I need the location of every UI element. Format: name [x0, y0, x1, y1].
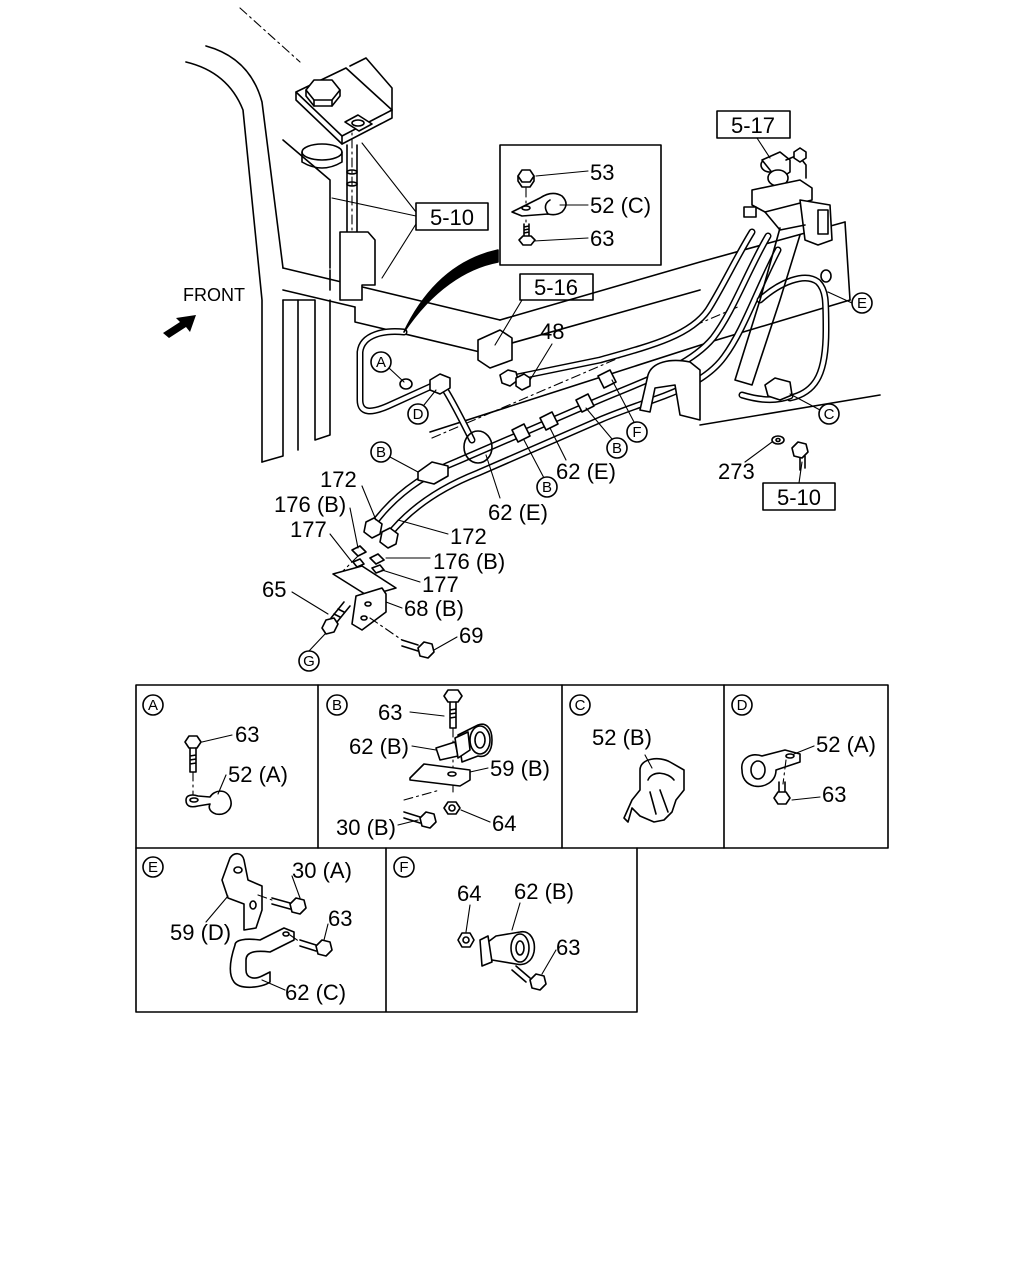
inset-nut [517, 169, 535, 188]
reference-box-bracket: 5-16 [534, 275, 578, 300]
detail-marker-a: A [148, 697, 158, 714]
detail-c-parts [623, 754, 685, 823]
view-marker-b: B [542, 479, 552, 496]
detail-a-label: 52 (A) [228, 762, 288, 787]
detail-e-parts [205, 852, 333, 991]
part-label: 177 [422, 572, 459, 597]
part-label: 62 (E) [488, 500, 548, 525]
detail-b-parts [397, 689, 493, 829]
hose-end-hardware [321, 517, 435, 659]
line-fittings [399, 269, 832, 401]
part-label: 65 [262, 577, 286, 602]
detail-d-parts [741, 745, 821, 805]
detail-d-label: 52 (A) [816, 732, 876, 757]
detail-marker-e: E [148, 859, 158, 876]
view-marker-c: C [824, 406, 835, 423]
front-arrow-icon [163, 315, 196, 338]
leader-lines [291, 137, 853, 652]
detail-marker-d: D [737, 697, 748, 714]
inset-detail [403, 144, 662, 333]
frame-crossmember [282, 267, 501, 353]
detail-a-label: 63 [235, 722, 259, 747]
reference-box-cab-mount: 5-10 [430, 205, 474, 230]
part-label: 176 (B) [433, 549, 505, 574]
detail-b-label: 59 (B) [490, 756, 550, 781]
detail-e-label: 63 [328, 906, 352, 931]
inset-bolt [518, 223, 536, 246]
inset-label: 53 [590, 160, 614, 185]
detail-b-label: 62 (B) [349, 734, 409, 759]
detail-marker-c: C [575, 697, 586, 714]
part-label: 172 [450, 524, 487, 549]
part-label: 172 [320, 467, 357, 492]
part-label: 177 [290, 517, 327, 542]
steering-valve-assembly [734, 147, 833, 386]
view-marker-e: E [857, 295, 867, 312]
line-clamps [417, 329, 701, 485]
part-label: 273 [718, 459, 755, 484]
cab-mount-bolt [305, 79, 341, 107]
reference-box-steering: 5-17 [731, 113, 775, 138]
detail-f-label: 62 (B) [514, 879, 574, 904]
detail-a-parts [184, 734, 233, 816]
cab-mount [295, 67, 393, 301]
view-marker-a: A [376, 354, 386, 371]
detail-b-label: 64 [492, 811, 516, 836]
detail-marker-f: F [399, 859, 408, 876]
view-marker-b: B [376, 444, 386, 461]
part-label: 62 (E) [556, 459, 616, 484]
detail-d-label: 63 [822, 782, 846, 807]
cab-structure [185, 45, 393, 463]
front-label: FRONT [183, 285, 245, 305]
detail-f-label: 63 [556, 935, 580, 960]
view-marker-b: B [612, 440, 622, 457]
view-marker-g: G [303, 653, 315, 670]
detail-e-label: 59 (D) [170, 920, 231, 945]
detail-f-label: 64 [457, 881, 481, 906]
part-label: 68 (B) [404, 596, 464, 621]
detail-marker-b: B [332, 697, 342, 714]
part-label: 69 [459, 623, 483, 648]
detail-grid [135, 684, 889, 1013]
part-label: 176 (B) [274, 492, 346, 517]
inset-label: 52 (C) [590, 193, 651, 218]
detail-e-label: 30 (A) [292, 858, 352, 883]
inset-clamp [511, 192, 567, 217]
part-label: 48 [540, 319, 564, 344]
reference-box-column-bolt: 5-10 [777, 485, 821, 510]
detail-c-label: 52 (B) [592, 725, 652, 750]
detail-f-parts [457, 902, 557, 991]
view-marker-f: F [632, 424, 641, 441]
detail-b-label: 30 (B) [336, 815, 396, 840]
column-mount-hardware [771, 435, 809, 471]
detail-e-label: 62 (C) [285, 980, 346, 1005]
detail-b-label: 63 [378, 700, 402, 725]
view-marker-d: D [413, 406, 424, 423]
view-marker-circles [298, 292, 873, 672]
inset-label: 63 [590, 226, 614, 251]
